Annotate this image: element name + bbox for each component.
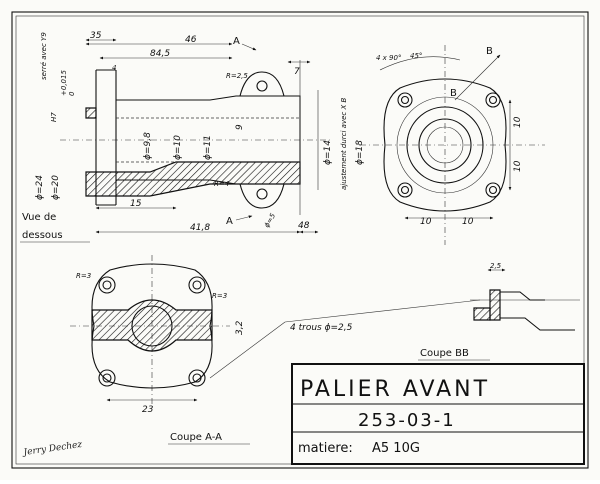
dim-r3-a: R=3 (76, 272, 91, 280)
title-block: PALIER AVANT 253-03-1 matiere: A5 10G (291, 363, 585, 465)
dim-10-a: 10 (513, 116, 523, 128)
section-bb-view: 2,5 Coupe BB (418, 262, 580, 361)
aa-hatched-section (91, 299, 213, 352)
section-mark-b-bottom: B (450, 88, 457, 99)
dim-phi14: ϕ=14 (323, 140, 333, 165)
dim-84-5: 84,5 (150, 49, 170, 59)
dim-phi11: ϕ=11 (203, 135, 213, 160)
holes-note: 4 trous ϕ=2,5 (290, 323, 353, 333)
dim-9: 9 (235, 124, 245, 130)
bottom-view-label-2: dessous (22, 230, 63, 241)
fit-note-2: ajustement durci avec X B (340, 97, 348, 190)
material-label: matiere: (298, 441, 353, 456)
dim-r4: R=4 (214, 180, 229, 188)
dim-10-c: 10 (420, 217, 432, 227)
dim-23: 23 (142, 405, 154, 415)
dim-7: 7 (294, 67, 300, 77)
dim-4: 4 (112, 64, 116, 72)
dim-41-8: 41,8 (190, 223, 210, 233)
material-value: A5 10G (372, 441, 420, 456)
fit-note-1: serré avec Y9 (40, 32, 48, 80)
hatched-section (85, 161, 301, 197)
dim-phi24: ϕ=24 (35, 175, 45, 200)
dim-phi10: ϕ=10 (173, 135, 183, 160)
front-view: B B 4 x 90° 45° 10 10 10 10 (360, 45, 545, 245)
section-mark-b-top: B (486, 46, 493, 57)
bottom-view-label-1: Vue de (22, 212, 56, 223)
dim-phi9-8: ϕ=9,8 (143, 132, 153, 160)
dim-h7: H7 (50, 112, 58, 122)
dim-4x90: 4 x 90° (376, 54, 401, 62)
dim-tol-zero: 0 (68, 91, 76, 96)
sheet-border (11, 11, 589, 469)
dim-phi18: ϕ=18 (355, 140, 365, 165)
dim-phi5: ϕ=5 (263, 212, 278, 229)
dim-35: 35 (90, 31, 102, 41)
dim-phi20: ϕ=20 (51, 175, 61, 200)
dim-10-d: 10 (462, 217, 474, 227)
dim-48: 48 (298, 221, 310, 231)
dim-3-2: 3,2 (235, 320, 245, 335)
dim-r3-b: R=3 (212, 292, 227, 300)
section-bb-label: Coupe BB (420, 348, 469, 359)
drawing-title: PALIER AVANT (300, 377, 490, 402)
section-aa-label: Coupe A-A (170, 432, 222, 443)
dim-r2-5: R=2,5 (226, 72, 248, 80)
dim-10-b: 10 (513, 160, 523, 172)
side-section-view: 35 46 84,5 4 7 R=2,5 A A ϕ=24 ϕ=20 H7 +0… (20, 31, 365, 243)
section-mark-a-bottom: A (226, 216, 233, 227)
section-aa-view: R=3 R=3 3,2 23 Coupe A-A 4 trous ϕ=2,5 (70, 255, 481, 445)
section-mark-a-top: A (233, 36, 240, 47)
dim-45: 45° (410, 52, 422, 60)
dim-46: 46 (185, 35, 197, 45)
dim-2-5: 2,5 (490, 262, 502, 270)
drawing-number: 253-03-1 (358, 410, 456, 431)
dim-15: 15 (130, 199, 142, 209)
dim-tol-plus: +0,015 (60, 70, 68, 96)
signature: Jerry Dechez (21, 440, 83, 458)
